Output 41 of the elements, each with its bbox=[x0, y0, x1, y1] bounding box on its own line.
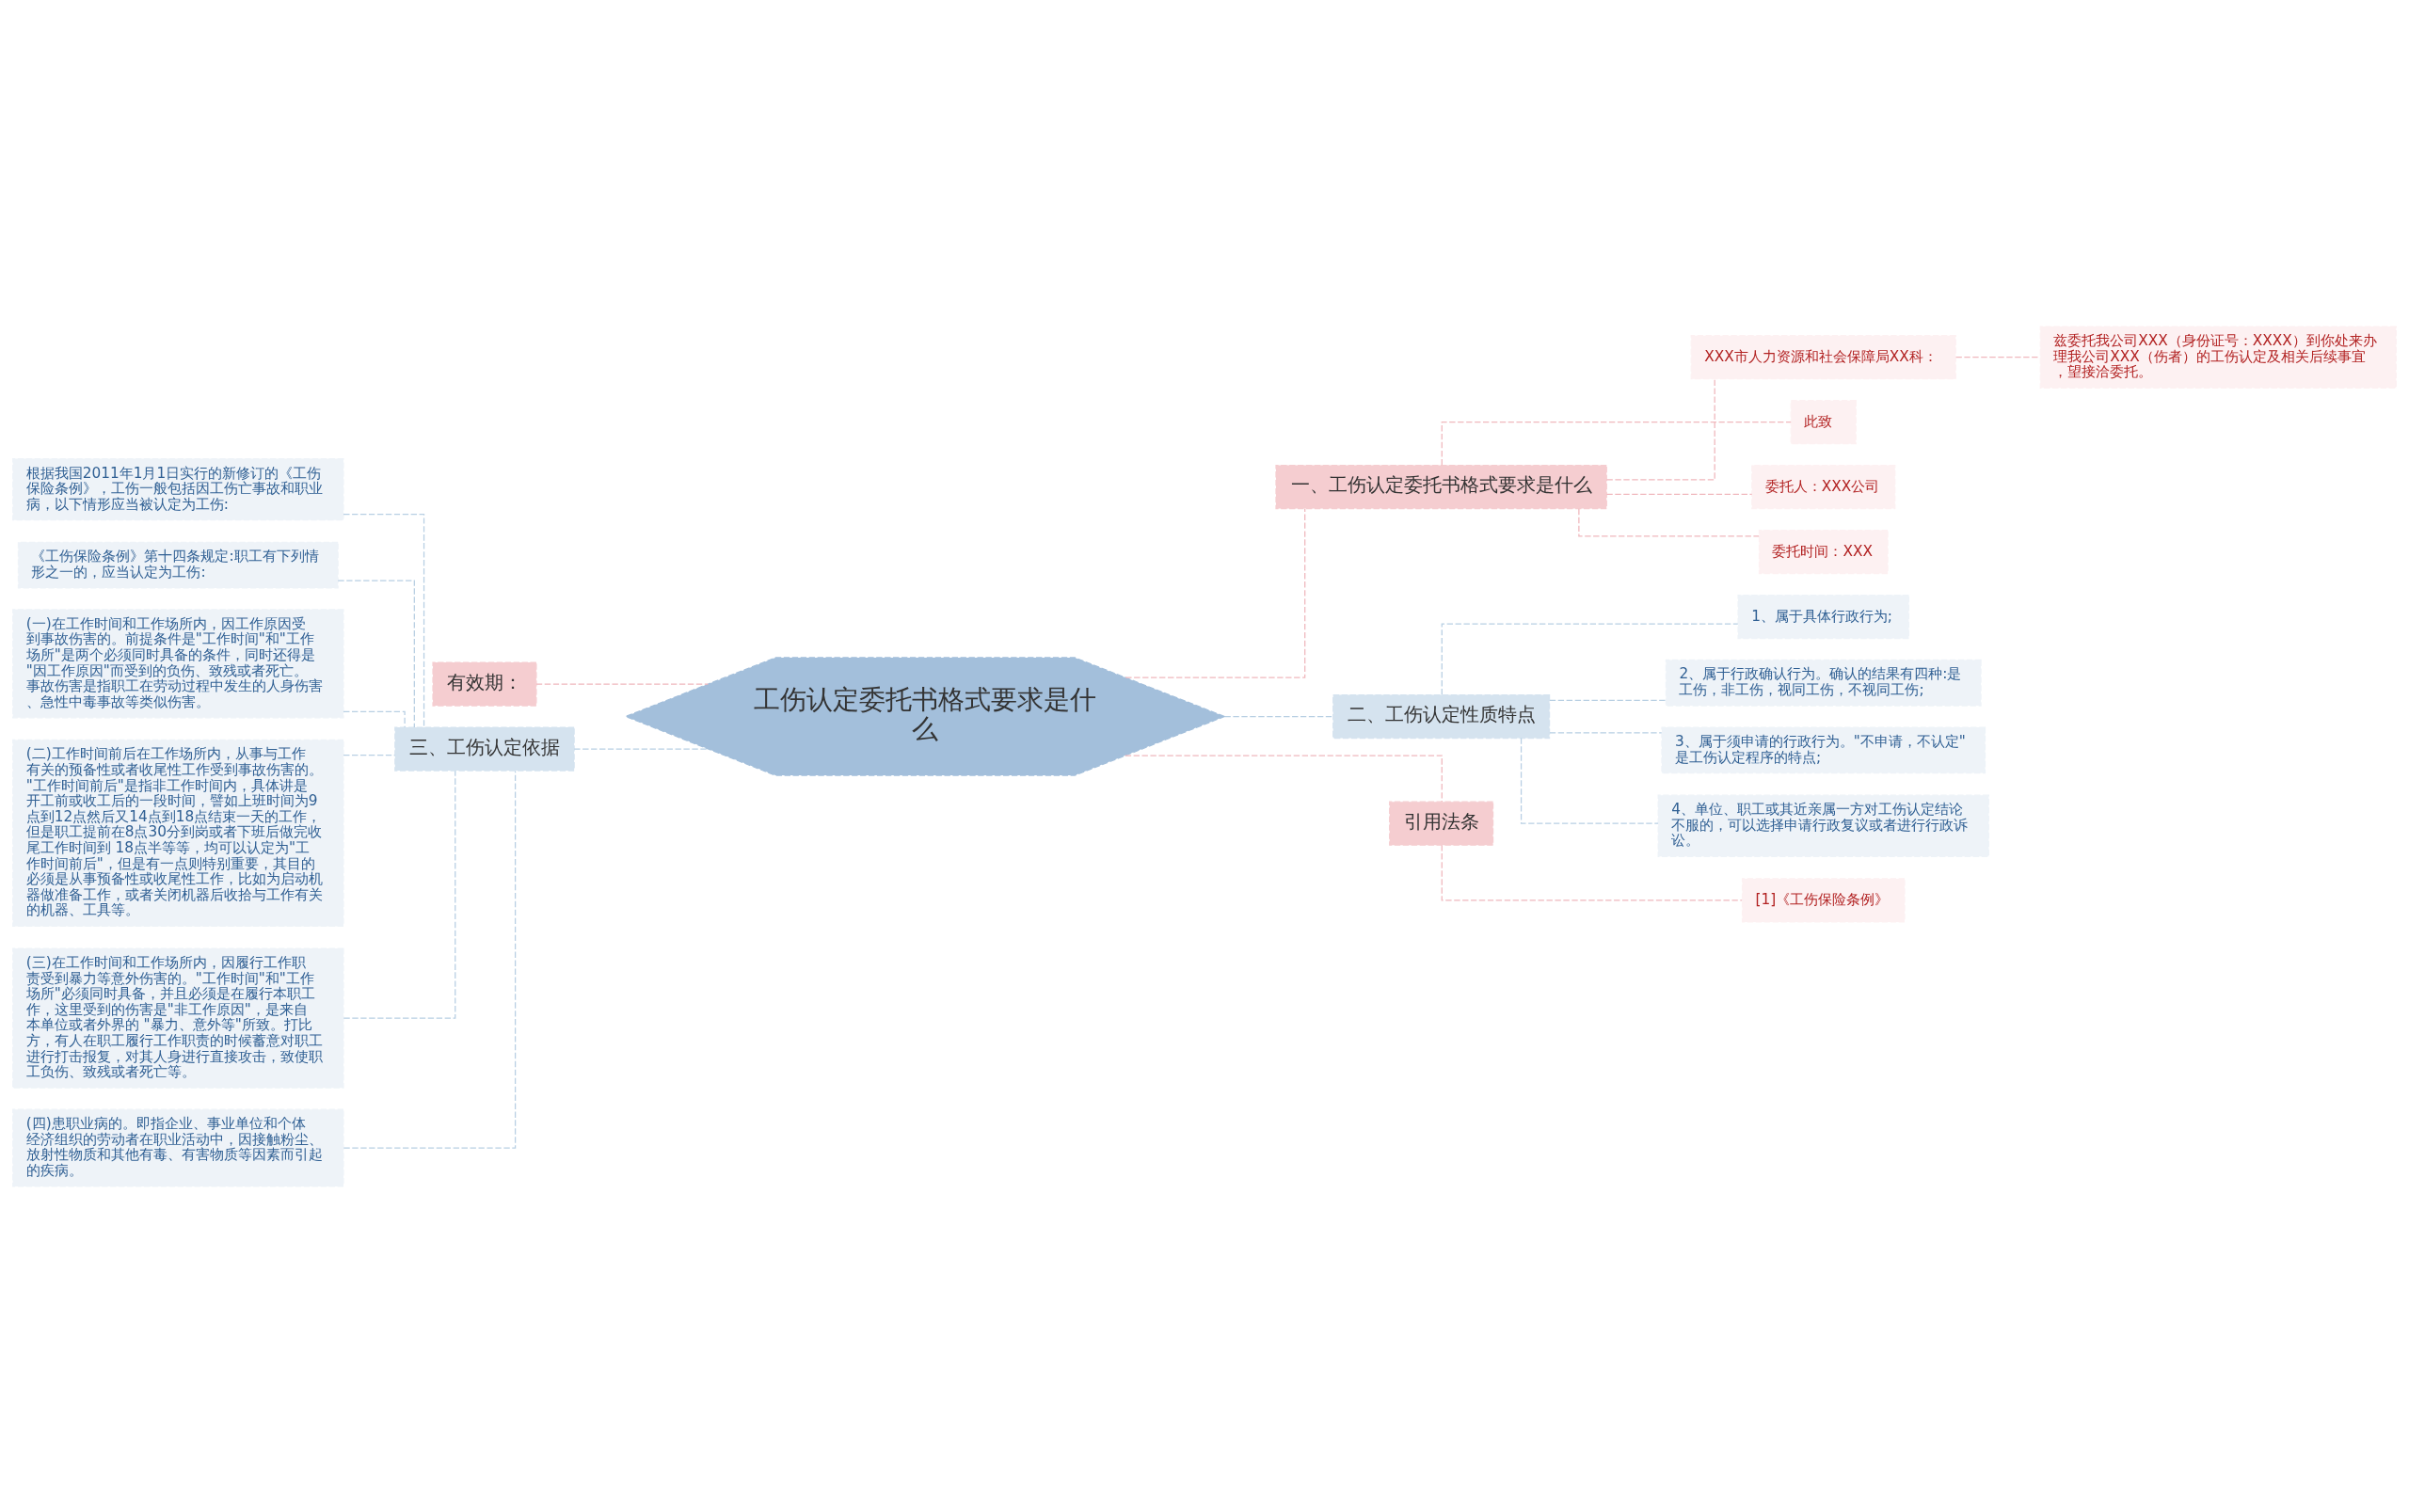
node-box: (一)在工作时间和工作场所内，因工作原因受到事故伤害的。前提条件是"工作时间"和"工作场所"是两个必须同时具备的条件，同时还得是"因工作原因"而受到的负伤、致残或者死亡。事故伤害是指职工在劳动过程中发生的人身伤害、急性中毒事故等类似伤害。 bbox=[12, 608, 344, 718]
node-box: 引用法条 bbox=[1389, 801, 1494, 846]
node-box: 委托时间：XXX bbox=[1758, 529, 1889, 574]
connector bbox=[1520, 737, 1659, 824]
node-box: 根据我国2011年1月1日实行的新修订的《工伤保险条例》，工伤一般包括因工伤亡事故和职业病，以下情形应当被认定为工伤: bbox=[12, 457, 344, 520]
connector bbox=[1125, 507, 1306, 678]
connector bbox=[337, 580, 415, 728]
connector bbox=[1441, 623, 1739, 695]
node-box: 1、属于具体行政行为; bbox=[1737, 594, 1910, 639]
node-box: 4、单位、职工或其近亲属一方对工伤认定结论不服的，可以选择申请行政复议或者进行行政诉讼。 bbox=[1657, 794, 1989, 857]
node-box: 《工伤保险条例》第十四条规定:职工有下列情形之一的，应当认定为工伤: bbox=[17, 541, 339, 588]
node-box: 委托人：XXX公司 bbox=[1751, 464, 1896, 509]
connector bbox=[343, 770, 456, 1019]
node-box: 二、工伤认定性质特点 bbox=[1332, 693, 1551, 739]
connector bbox=[343, 754, 396, 756]
connector bbox=[1125, 754, 1443, 803]
connector bbox=[343, 770, 517, 1149]
connector bbox=[343, 710, 406, 728]
node-box: (四)患职业病的。即指企业、事业单位和个体经济组织的劳动者在职业活动中，因接触粉尘、放射性物质和其他有毒、有害物质等因素而引起的疾病。 bbox=[12, 1108, 344, 1187]
node-box: 一、工伤认定委托书格式要求是什么 bbox=[1275, 464, 1607, 509]
connector bbox=[343, 513, 425, 728]
node-box: (三)在工作时间和工作场所内，因履行工作职责受到暴力等意外伤害的。"工作时间"和"工作场所"必须同时具备，并且必须是在履行本职工作，这里受到的伤害是"非工作原因"，是来自本单位或者外界的 "暴力、意外等"所致。打比方，有人在职工履行工作职责的时候蓄意对职工进行打击报复，对其人身进行直接攻击，致使职工负伤、致残或者死亡等。 bbox=[12, 947, 344, 1089]
connector bbox=[1223, 715, 1333, 717]
node-box: 此致 bbox=[1790, 399, 1857, 444]
connector bbox=[573, 747, 710, 750]
node-box: 2、属于行政确认行为。确认的结果有四种:是工伤，非工伤，视同工伤，不视同工伤; bbox=[1665, 659, 1982, 707]
connector bbox=[1605, 377, 1715, 481]
connector bbox=[1441, 421, 1792, 466]
node-box: (二)工作时间前后在工作场所内，从事与工作有关的预备性或者收尾性工作受到事故伤害的。"工作时间前后"是指非工作时间内，具体讲是开工前或收工后的一段时间，譬如上班时间为9点到12点然后又14点到18点结束一天的工作，但是职工提前在8点30分到岗或者下班后做完收尾工作时间到 18点半等等，均可以认定为"工作时间前后"，但是有一点则特别重要，其目的必须是从事预备性或收尾性工作，比如为启动机器做准备工作，或者关闭机器后收拾与工作有关的机器、工具等。 bbox=[12, 739, 344, 927]
node-box: 3、属于须申请的行政行为。"不申请，不认定"是工伤认定程序的特点; bbox=[1661, 725, 1986, 773]
connector bbox=[1955, 356, 2041, 358]
connector bbox=[1441, 844, 1743, 901]
node-box: [1]《工伤保险条例》 bbox=[1741, 877, 1906, 923]
node-box: 三、工伤认定依据 bbox=[394, 725, 575, 772]
node-box: XXX市人力资源和社会保障局XX科： bbox=[1690, 334, 1956, 379]
connector bbox=[1549, 731, 1663, 733]
node-box: 有效期： bbox=[432, 661, 537, 707]
connector bbox=[1549, 699, 1667, 701]
node-box: 兹委托我公司XXX（身份证号：XXXX）到你处来办理我公司XXX（伤者）的工伤认定及相关后续事宜，望接洽委托。 bbox=[2039, 325, 2397, 389]
connector bbox=[1578, 507, 1760, 537]
connector bbox=[1605, 493, 1753, 495]
